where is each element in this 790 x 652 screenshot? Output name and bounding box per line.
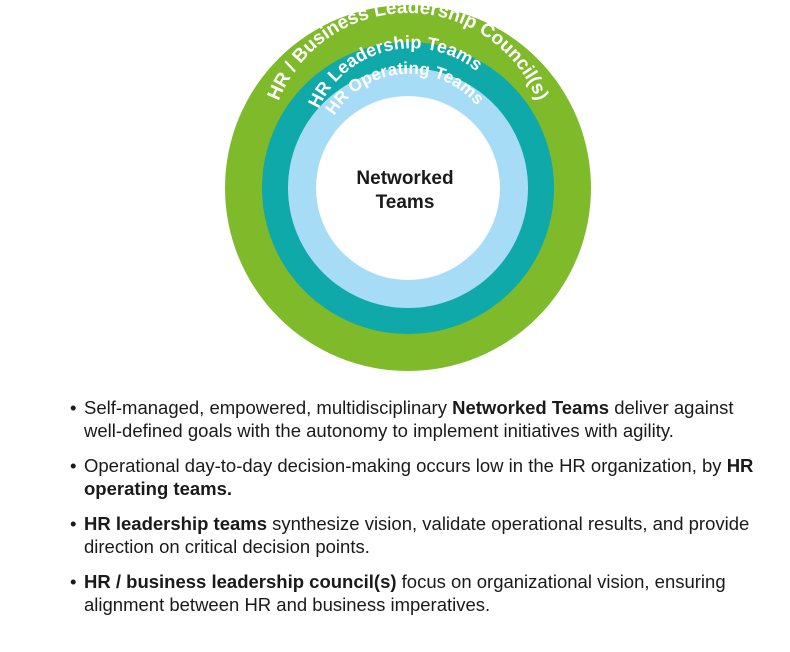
- bullet-text-bold: HR leadership teams: [84, 513, 268, 534]
- bullet-text-post: deliver against well-defined goals with …: [84, 397, 734, 441]
- description-list: Self-managed, empowered, multidisciplina…: [68, 396, 768, 628]
- bullet-leadership-teams: HR leadership teams synthesize vision, v…: [68, 512, 768, 558]
- center-label-line2: Teams: [376, 192, 435, 213]
- concentric-teams-diagram: HR / Business Leadership Council(s) HR L…: [225, 5, 591, 371]
- bullet-text-bold: HR operating teams.: [84, 455, 754, 499]
- bullet-text-bold: HR / business leadership council(s): [84, 571, 397, 592]
- center-label-line1: Networked: [356, 168, 453, 189]
- bullet-networked-teams: Self-managed, empowered, multidisciplina…: [68, 396, 768, 442]
- bullet-leadership-council: HR / business leadership council(s) focu…: [68, 570, 768, 616]
- bullet-text-pre: Self-managed, empowered, multidisciplina…: [84, 397, 453, 418]
- bullet-operating-teams: Operational day-to-day decision-making o…: [68, 454, 768, 500]
- bullet-text-pre: Operational day-to-day decision-making o…: [84, 455, 727, 476]
- bullet-text-post: synthesize vision, validate operational …: [84, 513, 750, 557]
- bullet-text-bold: Networked Teams: [452, 397, 610, 418]
- bullet-text-post: focus on organizational vision, ensuring…: [84, 571, 726, 615]
- center-networked-teams: [316, 96, 500, 280]
